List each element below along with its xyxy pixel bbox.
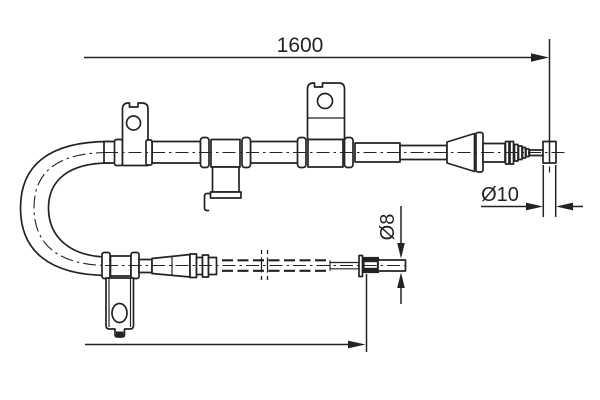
- fitting-diameter-label: Ø10: [481, 184, 519, 206]
- top-centerline: [33, 151, 110, 267]
- cable-u-bend: [19, 140, 110, 277]
- arrowhead-down: [397, 243, 405, 259]
- hanger-bracket: [203, 166, 242, 212]
- dimension-overall-length: 1600: [84, 34, 551, 173]
- mounting-bracket-upper: [306, 82, 346, 141]
- inner-cable-conduit: [222, 250, 359, 282]
- bracket-hole: [111, 302, 128, 324]
- dimension-fitting-diameter: Ø10: [481, 165, 583, 217]
- overall-length-label: 1600: [277, 34, 324, 57]
- dimension-bottom-length: [85, 274, 368, 352]
- arrowhead-up: [397, 272, 405, 288]
- dimension-rod-diameter: Ø8: [377, 206, 405, 304]
- arrowhead-right: [531, 53, 549, 62]
- bracket-tab: [116, 331, 124, 337]
- mounting-bracket-top: [113, 102, 153, 167]
- arrowhead-left: [556, 202, 573, 211]
- rod-diameter-label: Ø8: [377, 214, 399, 241]
- arrowhead-right: [348, 340, 366, 349]
- bracket-hole: [125, 115, 142, 131]
- arrowhead-right: [526, 202, 543, 211]
- bracket-hole: [316, 92, 334, 110]
